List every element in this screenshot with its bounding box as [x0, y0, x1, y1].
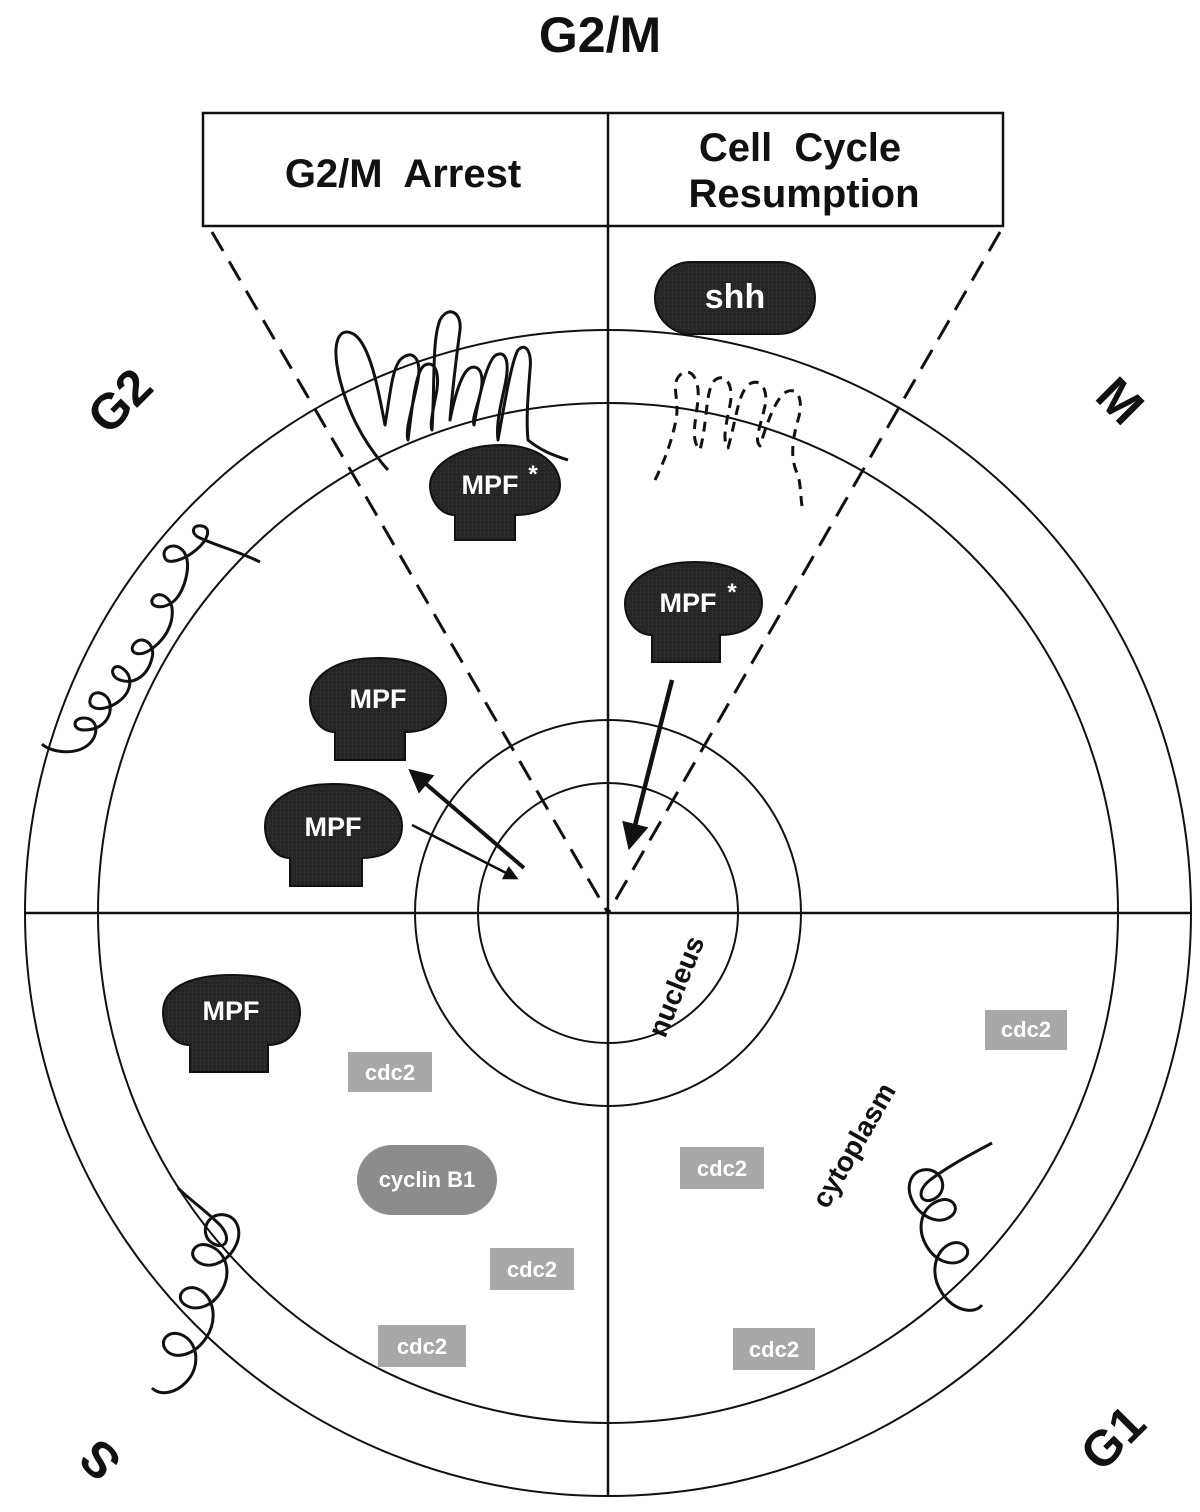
mpf-star-membrane-label: MPF	[462, 470, 519, 500]
cdc2-box-4: cdc2	[985, 1010, 1067, 1050]
g2m-arrest-label: G2/M Arrest	[285, 152, 521, 196]
mpf-lower: MPF	[263, 782, 404, 887]
arrow-out-of-nucleus	[408, 768, 526, 870]
mpf-upper-label: MPF	[350, 684, 407, 714]
cyclin-b1: cyclin B1	[357, 1145, 497, 1215]
cdc2-label-2: cdc2	[507, 1257, 557, 1282]
mpf-star-cytoplasm-label: MPF	[660, 588, 717, 618]
title-g2m: G2/M	[539, 7, 661, 63]
cytoplasm-label: cytoplasm	[806, 1078, 902, 1213]
shh-protein: shh	[654, 261, 816, 335]
cdc2-label-4: cdc2	[1001, 1017, 1051, 1042]
phase-label-m: M	[1085, 366, 1154, 435]
header-box	[201, 111, 1005, 228]
mpf-star-membrane: MPF *	[428, 443, 562, 541]
cdc2-label-3: cdc2	[397, 1334, 447, 1359]
arrow-into-nucleus-right	[622, 679, 675, 851]
phase-label-s: S	[68, 1428, 131, 1491]
shh-label: shh	[705, 278, 765, 316]
receptor-coil-bottom-right	[907, 1141, 993, 1312]
mpf-star-cytoplasm: MPF *	[623, 560, 764, 663]
cdc2-box-2: cdc2	[490, 1248, 574, 1290]
receptor-coil-bottom-left	[150, 1186, 241, 1395]
dashed-cone-left	[210, 231, 610, 914]
resumption-label: Resumption	[688, 172, 919, 216]
mpf-star-cytoplasm-asterisk: *	[727, 579, 737, 606]
cell-cycle-label: Cell Cycle	[699, 126, 901, 170]
receptor-coil-top	[334, 310, 569, 472]
phase-label-g2: G2	[77, 358, 164, 445]
cdc2-box-5: cdc2	[680, 1147, 764, 1189]
cdc2-label-1: cdc2	[365, 1060, 415, 1085]
cdc2-box-3: cdc2	[378, 1325, 466, 1367]
mpf-s-phase-label: MPF	[203, 996, 260, 1026]
nucleus-label: nucleus	[642, 932, 710, 1042]
mpf-star-membrane-asterisk: *	[528, 461, 538, 488]
mpf-s-phase: MPF	[161, 973, 302, 1073]
cdc2-box-6: cdc2	[733, 1328, 815, 1370]
cyclin-b1-label: cyclin B1	[379, 1167, 476, 1192]
cdc2-box-1: cdc2	[348, 1052, 432, 1092]
cdc2-label-5: cdc2	[697, 1156, 747, 1181]
receptor-coil-dashed	[653, 370, 806, 513]
arrow-into-nucleus-left	[411, 823, 519, 880]
receptor-coil-left	[40, 524, 261, 754]
mpf-lower-label: MPF	[305, 812, 362, 842]
mpf-upper: MPF	[308, 656, 448, 761]
cdc2-label-6: cdc2	[749, 1337, 799, 1362]
phase-label-g1: G1	[1070, 1395, 1157, 1482]
